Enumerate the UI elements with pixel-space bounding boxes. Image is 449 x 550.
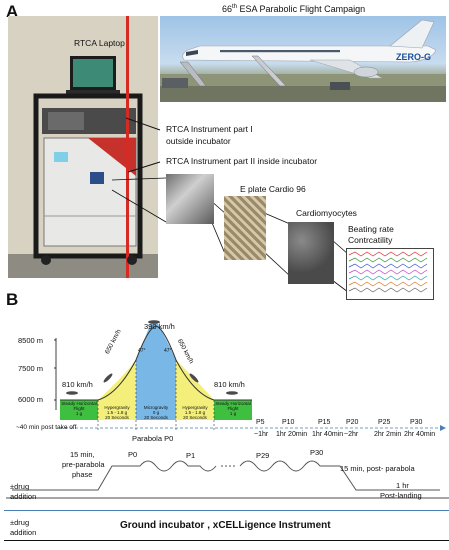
aircraft-logo-text: ZERO-G: [396, 52, 431, 62]
landing-line2: Post-landing: [380, 491, 422, 500]
phase-hyper-right-g: 1.5 - 1.8 g: [184, 410, 206, 415]
timeline-t25: 2hr 2min: [374, 431, 401, 438]
instrument1-label-line1: RTCA Instrument part I: [166, 124, 253, 134]
profile-p30: P30: [310, 448, 324, 457]
panel-letter-b: B: [6, 290, 19, 309]
landing-line1: 1 hr: [396, 481, 409, 490]
eplate-label: E plate Cardio 96: [240, 184, 306, 194]
drug-line1: ±drug: [10, 482, 30, 491]
timeline-p20: P20: [346, 419, 359, 426]
instrument2-label: RTCA Instrument part II inside incubator: [166, 156, 318, 166]
phase-steady-right-name: Steady Horizontal Flight: [215, 401, 251, 411]
profile-p1: P1: [186, 451, 196, 460]
timeline-p15: P15: [318, 419, 331, 426]
timeline-t30: 2hr 40min: [404, 431, 435, 438]
phase-micro-g: 0 g: [152, 410, 160, 415]
instrument-photo: [8, 16, 158, 278]
phase-micro-name: Microgravity: [143, 405, 169, 410]
timeline-p5: P5: [256, 419, 265, 426]
phase-micro-label: Microgravity 0 g: [136, 405, 176, 415]
timeline-p10: P10: [282, 419, 295, 426]
beating-label-line2: Contrcatility: [348, 235, 393, 245]
eplate-photo: [166, 174, 214, 224]
pre-parabola-line1: 15 min,: [70, 450, 95, 459]
ground-incubator-label: Ground incubator , xCELLigence Instrumen…: [120, 520, 331, 531]
duration-3: 20 Seconds: [183, 415, 207, 420]
phase-hyper-right-label: Hypergravity 1.5 - 1.8 g: [176, 405, 214, 415]
post-parabola-label: 15 min, post- parabola: [340, 464, 415, 473]
aircraft-photo: ZERO-G: [160, 16, 446, 102]
phase-steady-right-label: Steady Horizontal Flight 1 g: [214, 401, 252, 416]
campaign-title-sup: th: [232, 4, 238, 10]
campaign-title: 66th ESA Parabolic Flight Campaign: [222, 4, 365, 14]
phase-steady-right-region: [214, 400, 252, 420]
phase-hyper-left-label: Hypergravity 1.5 - 1.8 g: [98, 405, 136, 415]
phase-hyper-left-name: Hypergravity: [104, 405, 130, 410]
eplate-closeup-photo: [224, 196, 266, 260]
beating-trace-panel: [346, 248, 434, 300]
parabola-diagram: P5 P10 P15 P20 P25 P30 ~1hr 1hr 20min 1h…: [54, 320, 446, 438]
speed-top: 390 km/h: [144, 322, 175, 331]
altitude-7500: 7500 m: [18, 364, 44, 373]
duration-2: 20 Seconds: [144, 415, 168, 420]
campaign-title-rest: ESA Parabolic Flight Campaign: [237, 4, 366, 14]
timeline-t5: ~1hr: [254, 431, 269, 438]
phase-hyper-right-name: Hypergravity: [182, 405, 208, 410]
timeline-t20: ~2hr: [344, 431, 359, 438]
profile-p29: P29: [256, 451, 270, 460]
phase-steady-right-g: 1 g: [229, 411, 237, 416]
phase-steady-left-label: Steady Horizontal Flight 1 g: [60, 401, 98, 416]
angle-right: 47°: [164, 348, 172, 354]
speed-left-flat: 810 km/h: [62, 380, 93, 389]
beating-label-line1: Beating rate: [348, 224, 394, 234]
sequence-curve: [12, 460, 440, 491]
timeline-t10: 1hr 20min: [276, 431, 307, 438]
plane-icons: [66, 320, 238, 395]
phase-steady-left-region: [60, 400, 98, 420]
ground-divider: [4, 510, 449, 511]
drug-line2: addition: [10, 492, 37, 501]
pre-parabola-line2: pre-parabola: [62, 460, 105, 469]
altitude-6000: 6000 m: [18, 395, 44, 404]
takeoff-label: ~40 min post take off: [16, 424, 77, 431]
profile-p0: P0: [128, 450, 138, 459]
panel-a-pointer-lines: [111, 117, 349, 293]
ground-drug-line1: ±drug: [10, 518, 30, 527]
duration-1: 20 Seconds: [105, 415, 129, 420]
angle-left: 47°: [138, 348, 146, 354]
flight-profile-curve: [60, 325, 252, 401]
ground-drug-line2: addition: [10, 528, 37, 537]
timeline-p30: P30: [410, 419, 423, 426]
phase-steady-left-name: Steady Horizontal Flight: [61, 401, 97, 411]
laptop-label: RTCA Laptop: [74, 38, 125, 48]
ground-baseline: [4, 540, 449, 541]
phase-steady-left-g: 1 g: [75, 411, 83, 416]
campaign-title-number: 66: [222, 4, 233, 14]
phase-hyper-left-g: 1.5 - 1.8 g: [106, 410, 128, 415]
flight-sequence: [6, 460, 449, 499]
speed-right-flat: 810 km/h: [214, 380, 245, 389]
timeline-t15: 1hr 40min: [312, 431, 343, 438]
parabola-label: Parabola P0: [132, 434, 174, 443]
cardiomyocytes-label: Cardiomyocytes: [296, 208, 357, 218]
pre-parabola-line3: phase: [72, 470, 93, 479]
timeline-p25: P25: [378, 419, 391, 426]
instrument1-label-line2: outside incubator: [166, 136, 231, 146]
cardiomyocytes-photo: [288, 222, 334, 284]
phase-micro-region: [136, 322, 176, 420]
altitude-8500: 8500 m: [18, 336, 44, 345]
sequence-dots: [221, 465, 235, 467]
